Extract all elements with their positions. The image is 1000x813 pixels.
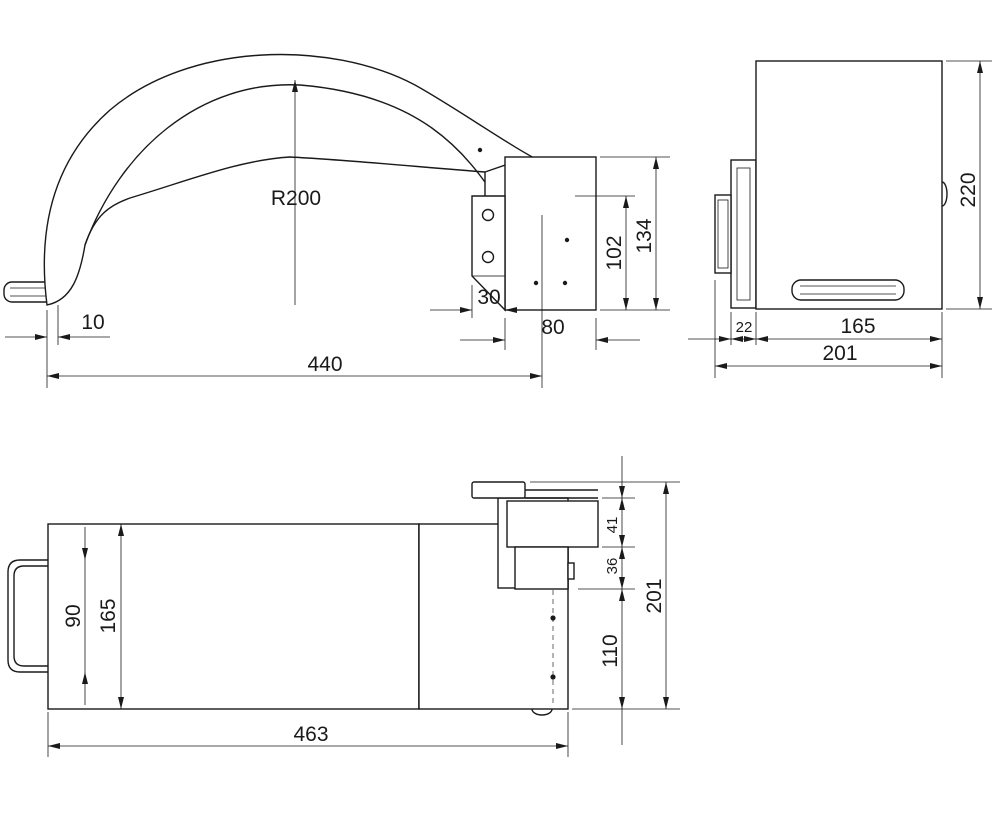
plan-lever-tab: [471, 481, 526, 499]
dim-end-body-width: 165: [840, 315, 875, 338]
dim-plan-body-width: 165: [97, 598, 120, 633]
dim-plan-length: 463: [293, 723, 328, 746]
dim-base-width: 80: [541, 316, 564, 339]
end-main-body: [755, 60, 943, 310]
dim-tip-offset: 10: [81, 311, 104, 334]
dim-110: 110: [599, 634, 622, 667]
dim-pivot-height: 102: [603, 235, 626, 270]
dim-radius: R200: [271, 187, 321, 210]
side-main-block: [504, 156, 597, 311]
plan-pivot-nut: [567, 562, 575, 580]
plan-main-body: [47, 523, 420, 710]
plan-handle-loop: [7, 559, 48, 673]
dim-36: 36: [604, 558, 621, 575]
end-pivot-stud: [941, 181, 948, 207]
dim-plate-offset: 22: [736, 319, 753, 336]
dim-block-height: 134: [633, 218, 656, 253]
end-handle: [791, 279, 905, 301]
side-bracket-hole: [481, 208, 495, 222]
dim-bracket-width: 30: [477, 286, 500, 309]
side-view: R200 10 440 30 80 102 134: [3, 53, 670, 388]
plan-top-plate: [506, 500, 599, 548]
side-bracket-hole: [481, 250, 495, 264]
dim-handle-span: 90: [62, 604, 85, 627]
dim-end-height: 220: [957, 172, 980, 207]
end-clamp-tab: [714, 194, 732, 274]
dim-41: 41: [604, 517, 621, 534]
plan-shaft-foot: [531, 708, 553, 716]
dim-end-total-width: 201: [822, 342, 857, 365]
end-view: 22 165 201 220: [688, 60, 992, 378]
end-side-plate: [730, 159, 757, 309]
plan-view: 90 165 463 41 36 110 201: [7, 456, 680, 757]
dim-side-length: 440: [307, 353, 342, 376]
dim-plan-total-width: 201: [643, 578, 666, 613]
